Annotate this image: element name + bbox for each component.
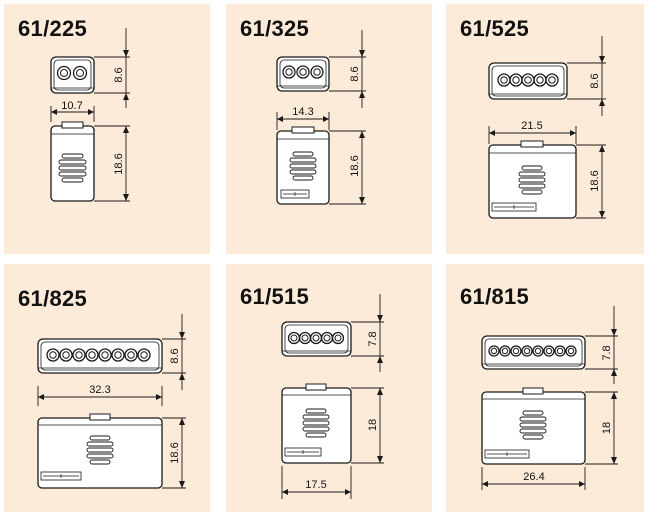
product-drawing: 8.6 10.7 18.6 bbox=[50, 28, 130, 202]
product-panel-61-225: 61/225 8.6 10.7 bbox=[4, 4, 210, 254]
connector-front-view bbox=[488, 140, 577, 219]
height-dimension-top bbox=[585, 306, 618, 384]
product-drawing: 7.8 18 26.4 bbox=[481, 306, 618, 490]
bottom-height-label: 18 bbox=[367, 419, 379, 431]
height-dimension-top bbox=[94, 28, 130, 108]
height-dimension-bottom bbox=[94, 125, 130, 202]
height-dimension-top bbox=[351, 294, 384, 372]
connector-top-view bbox=[37, 338, 163, 374]
height-dimension-top bbox=[329, 30, 366, 108]
connector-front-view bbox=[276, 126, 330, 205]
width-label: 32.3 bbox=[89, 384, 110, 396]
width-dimension bbox=[276, 112, 330, 130]
top-height-label: 8.6 bbox=[169, 348, 181, 363]
height-dimension-bottom bbox=[576, 144, 606, 219]
product-panel-61-815: 61/815 7.8 bbox=[446, 264, 644, 512]
width-label: 10.7 bbox=[61, 100, 82, 112]
connector-top-view bbox=[276, 56, 330, 92]
width-label: 26.4 bbox=[523, 471, 544, 483]
product-drawing: 8.6 14.3 18.6 bbox=[276, 30, 366, 205]
height-dimension-top bbox=[162, 314, 186, 390]
connector-front-view bbox=[281, 383, 352, 464]
product-panel-61-325: 61/325 8.6 14.3 bbox=[226, 4, 432, 254]
connector-top-view bbox=[281, 321, 352, 357]
width-label: 14.3 bbox=[292, 106, 313, 118]
connector-top-view bbox=[488, 62, 568, 100]
width-dimension bbox=[281, 466, 352, 499]
product-drawing: 8.6 32.3 18.6 bbox=[37, 314, 186, 489]
product-title: 61/825 bbox=[18, 286, 88, 311]
width-label: 17.5 bbox=[305, 479, 326, 491]
product-drawing: 7.8 18 17.5 bbox=[281, 294, 384, 499]
product-panel-61-515: 61/515 7.8 bbox=[226, 264, 432, 512]
connector-front-view bbox=[481, 387, 586, 465]
bottom-height-label: 18 bbox=[601, 422, 613, 434]
height-dimension-bottom bbox=[351, 387, 384, 464]
width-dimension bbox=[481, 467, 586, 490]
bottom-height-label: 18.6 bbox=[113, 153, 125, 174]
width-dimension bbox=[37, 386, 163, 406]
product-panel-61-525: 61/525 8.6 21.5 bbox=[446, 4, 644, 254]
connector-front-view bbox=[50, 121, 95, 202]
top-height-label: 7.8 bbox=[367, 331, 379, 346]
connector-top-view bbox=[481, 335, 586, 370]
top-height-label: 8.6 bbox=[589, 73, 601, 88]
height-dimension-bottom bbox=[585, 391, 618, 465]
top-height-label: 7.8 bbox=[601, 345, 613, 360]
bottom-height-label: 18.6 bbox=[589, 170, 601, 191]
top-height-label: 8.6 bbox=[349, 66, 361, 81]
product-title: 61/515 bbox=[240, 284, 310, 309]
bottom-height-label: 18.6 bbox=[349, 155, 361, 176]
height-dimension-bottom bbox=[329, 130, 366, 205]
height-dimension-bottom bbox=[162, 417, 186, 489]
product-title: 61/325 bbox=[240, 16, 310, 41]
width-dimension bbox=[488, 126, 577, 144]
product-drawing: 8.6 21.5 18.6 bbox=[488, 36, 606, 219]
product-title: 61/815 bbox=[460, 284, 530, 309]
top-height-label: 8.6 bbox=[113, 67, 125, 82]
connector-top-view bbox=[50, 56, 95, 94]
product-title: 61/225 bbox=[18, 16, 88, 41]
connector-front-view bbox=[37, 413, 163, 489]
width-dimension bbox=[50, 106, 95, 122]
product-title: 61/525 bbox=[460, 16, 530, 41]
bottom-height-label: 18.6 bbox=[169, 442, 181, 463]
height-dimension-top bbox=[567, 36, 606, 116]
product-panel-61-825: 61/825 8.6 32.3 bbox=[4, 264, 210, 512]
width-label: 21.5 bbox=[521, 120, 542, 132]
